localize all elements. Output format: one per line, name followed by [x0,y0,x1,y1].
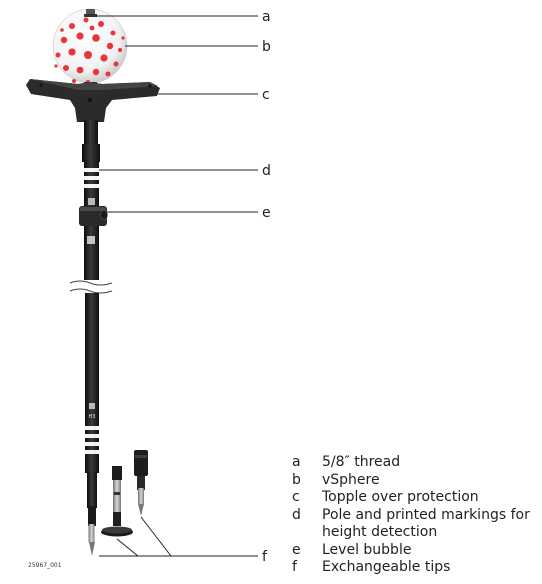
legend-key: c [292,489,300,505]
sphere-dot [68,48,76,56]
legend-text: 5/8″ thread [322,454,401,470]
sphere-dots [54,17,125,84]
sphere-dot [69,23,75,29]
thread [84,9,97,17]
callout-e: e [262,205,271,221]
sphere-dot [105,71,111,77]
sphere-dot [60,36,68,44]
sphere-dot [113,61,119,67]
sphere-dot [84,51,92,59]
sphere-dot [54,64,58,68]
topple-protection [26,79,160,122]
callout-f: f [262,549,268,565]
legend-text: Exchangeable tips [322,559,451,575]
legend-key: f [292,559,297,575]
sphere-dot [76,32,84,40]
leader-lines [96,15,258,557]
legend-row-c: c Topple over protection [292,489,537,507]
legend-row-b: b vSphere [292,472,537,490]
callout-d: d [262,163,271,179]
vsphere [52,8,128,84]
legend-text: vSphere [322,471,380,488]
callout-c: c [262,87,270,103]
sphere-dot [100,54,108,62]
sphere-dot [106,42,114,50]
sphere-dot [55,52,61,58]
legend-row-f: f Exchangeable tips [292,559,537,577]
marking-h3: H3 [89,414,96,420]
sphere-dot [121,36,125,40]
sphere-dot [72,79,76,83]
sphere-dot [89,25,95,31]
sphere-dot [98,21,104,27]
sphere-dot [60,28,64,32]
level-bubble [79,206,108,244]
sphere-dot [63,65,69,71]
legend-key: b [292,471,301,488]
legend-row-d: d Pole and printed markings for height d… [292,507,537,542]
legend-text: Pole and printed markings for height det… [322,506,530,541]
sphere-dot [83,17,89,23]
callout-b: b [262,39,271,55]
exchangeable-tip-disc [101,466,133,537]
sphere-dot [92,34,100,42]
legend-key: d [292,506,301,523]
legend-text: Level bubble [322,541,412,558]
legend-key: a [292,454,301,470]
sphere-dot [110,30,116,36]
sphere-dot [92,68,100,76]
callout-letters: a b c d e f [262,9,271,565]
figure-id: 25967_001 [28,562,62,569]
sphere-dot [118,48,122,52]
legend-row-a: a 5/8″ thread [292,454,537,472]
exchangeable-tip-pointed [134,450,148,516]
legend: a 5/8″ thread b vSphere c Topple over pr… [292,454,537,577]
callout-a: a [262,9,271,25]
legend-text: Topple over protection [322,489,479,505]
sphere-dot [76,66,84,74]
legend-key: e [292,541,301,558]
legend-row-e: e Level bubble [292,542,537,560]
